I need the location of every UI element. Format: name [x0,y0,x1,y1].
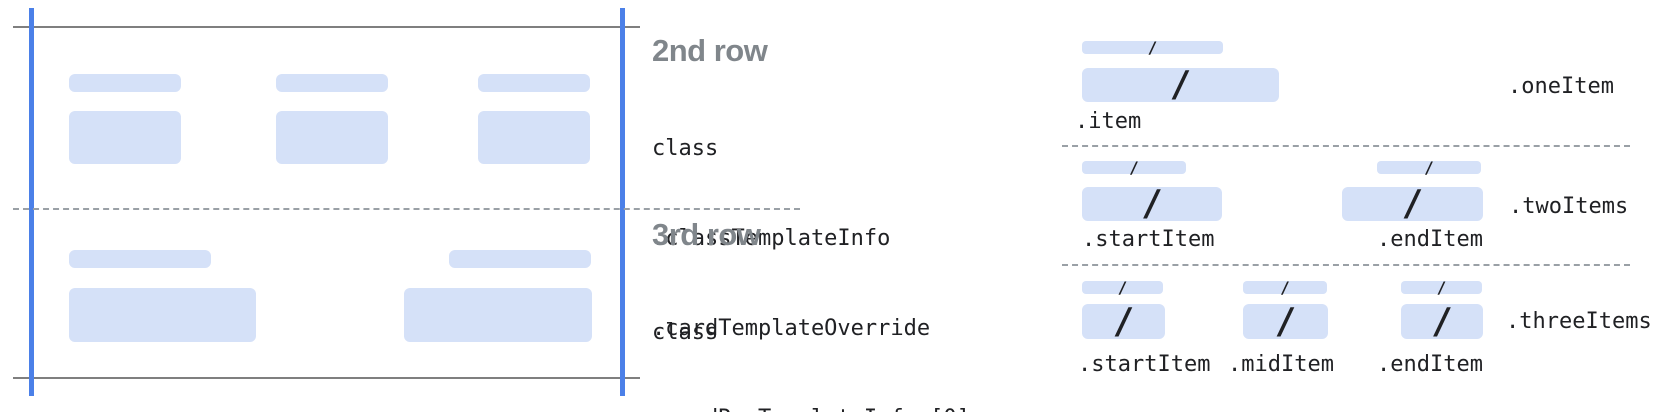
layout-name-label: .twoItems [1509,194,1629,219]
item-path-label: .endItem [1377,352,1483,377]
field-label-bar [478,74,590,92]
item-path-label: .startItem [1082,227,1215,252]
field-label-bar [276,74,388,92]
code-line: .classTemplateInfo [652,226,891,251]
field-label-bar [449,250,591,268]
end-item-value-box: / [1401,303,1483,339]
card-left-edge-guide [29,8,34,396]
item-path-label: .item [1075,109,1142,134]
code-path: class .classTemplateInfo .cardTemplateOv… [652,74,1012,412]
item-path-label: .endItem [1377,227,1483,252]
field-value-box [276,111,388,164]
field-value-box [478,111,590,164]
start-item-value-box: / [1082,186,1222,222]
end-item-label-bar: / [1377,159,1481,175]
mid-item-value-box: / [1243,303,1328,339]
start-item-label-bar: / [1082,159,1186,175]
code-line: .cardRowTemplateInfos[0] [652,404,1012,412]
one-item-value-box: / [1082,67,1279,103]
row-title: 3rd row [652,217,761,252]
layout-name-label: .oneItem [1508,74,1614,99]
mid-item-label-bar: / [1243,279,1327,295]
card-right-edge-guide [620,8,625,396]
start-item-value-box: / [1082,303,1165,339]
section-divider [1062,264,1630,266]
code-line: .classTemplateInfo [652,408,1012,412]
row-title: 2nd row [652,33,768,68]
one-item-label-bar: / [1082,39,1223,55]
layout-name-label: .threeItems [1506,309,1652,334]
card-top-border [13,26,640,28]
code-line: class [652,136,719,161]
field-label-bar [69,250,211,268]
end-item-value-box: / [1342,186,1483,222]
code-path: class .classTemplateInfo .cardTemplateOv… [652,258,1012,412]
code-line: .cardTemplateOverride [652,316,931,341]
code-line: class [652,320,719,345]
card-bottom-border [13,377,640,379]
section-divider [1062,145,1630,147]
field-value-box [69,111,181,164]
card-row-divider [13,208,800,210]
annotation-3rd-row: 3rd row class .classTemplateInfo .cardTe… [652,218,1012,412]
start-item-label-bar: / [1082,279,1163,295]
annotation-2nd-row: 2nd row class .classTemplateInfo .cardTe… [652,34,1012,412]
end-item-label-bar: / [1401,279,1482,295]
field-value-box [69,288,256,342]
field-label-bar [69,74,181,92]
item-path-label: .midItem [1228,352,1334,377]
field-value-box [404,288,592,342]
item-path-label: .startItem [1078,352,1211,377]
